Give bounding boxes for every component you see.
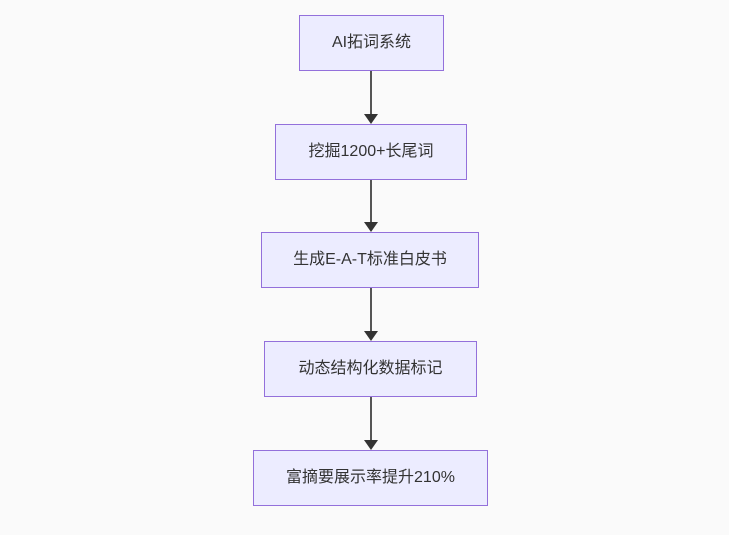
arrow-down-icon xyxy=(364,331,378,341)
edge-connector xyxy=(357,397,385,450)
edge-line xyxy=(370,180,372,223)
arrow-down-icon xyxy=(364,440,378,450)
flow-node-longtail-mining: 挖掘1200+长尾词 xyxy=(275,124,467,180)
flow-node-label: AI拓词系统 xyxy=(331,34,412,52)
edge-connector xyxy=(357,180,385,232)
flow-node-structured-data: 动态结构化数据标记 xyxy=(264,341,477,397)
edge-line xyxy=(370,397,372,441)
flow-node-rich-snippet-result: 富摘要展示率提升210% xyxy=(253,450,488,506)
flow-node-eat-whitepaper: 生成E-A-T标准白皮书 xyxy=(261,232,479,288)
arrow-down-icon xyxy=(364,222,378,232)
edge-connector xyxy=(357,288,385,341)
flow-node-label: 动态结构化数据标记 xyxy=(298,360,443,378)
arrow-down-icon xyxy=(364,114,378,124)
edge-line xyxy=(370,288,372,332)
flow-node-label: 生成E-A-T标准白皮书 xyxy=(293,251,447,269)
flow-node-ai-keyword-system: AI拓词系统 xyxy=(299,15,444,71)
edge-line xyxy=(370,71,372,115)
edge-connector xyxy=(357,71,385,124)
flow-node-label: 挖掘1200+长尾词 xyxy=(308,143,434,161)
flow-node-label: 富摘要展示率提升210% xyxy=(286,469,455,487)
